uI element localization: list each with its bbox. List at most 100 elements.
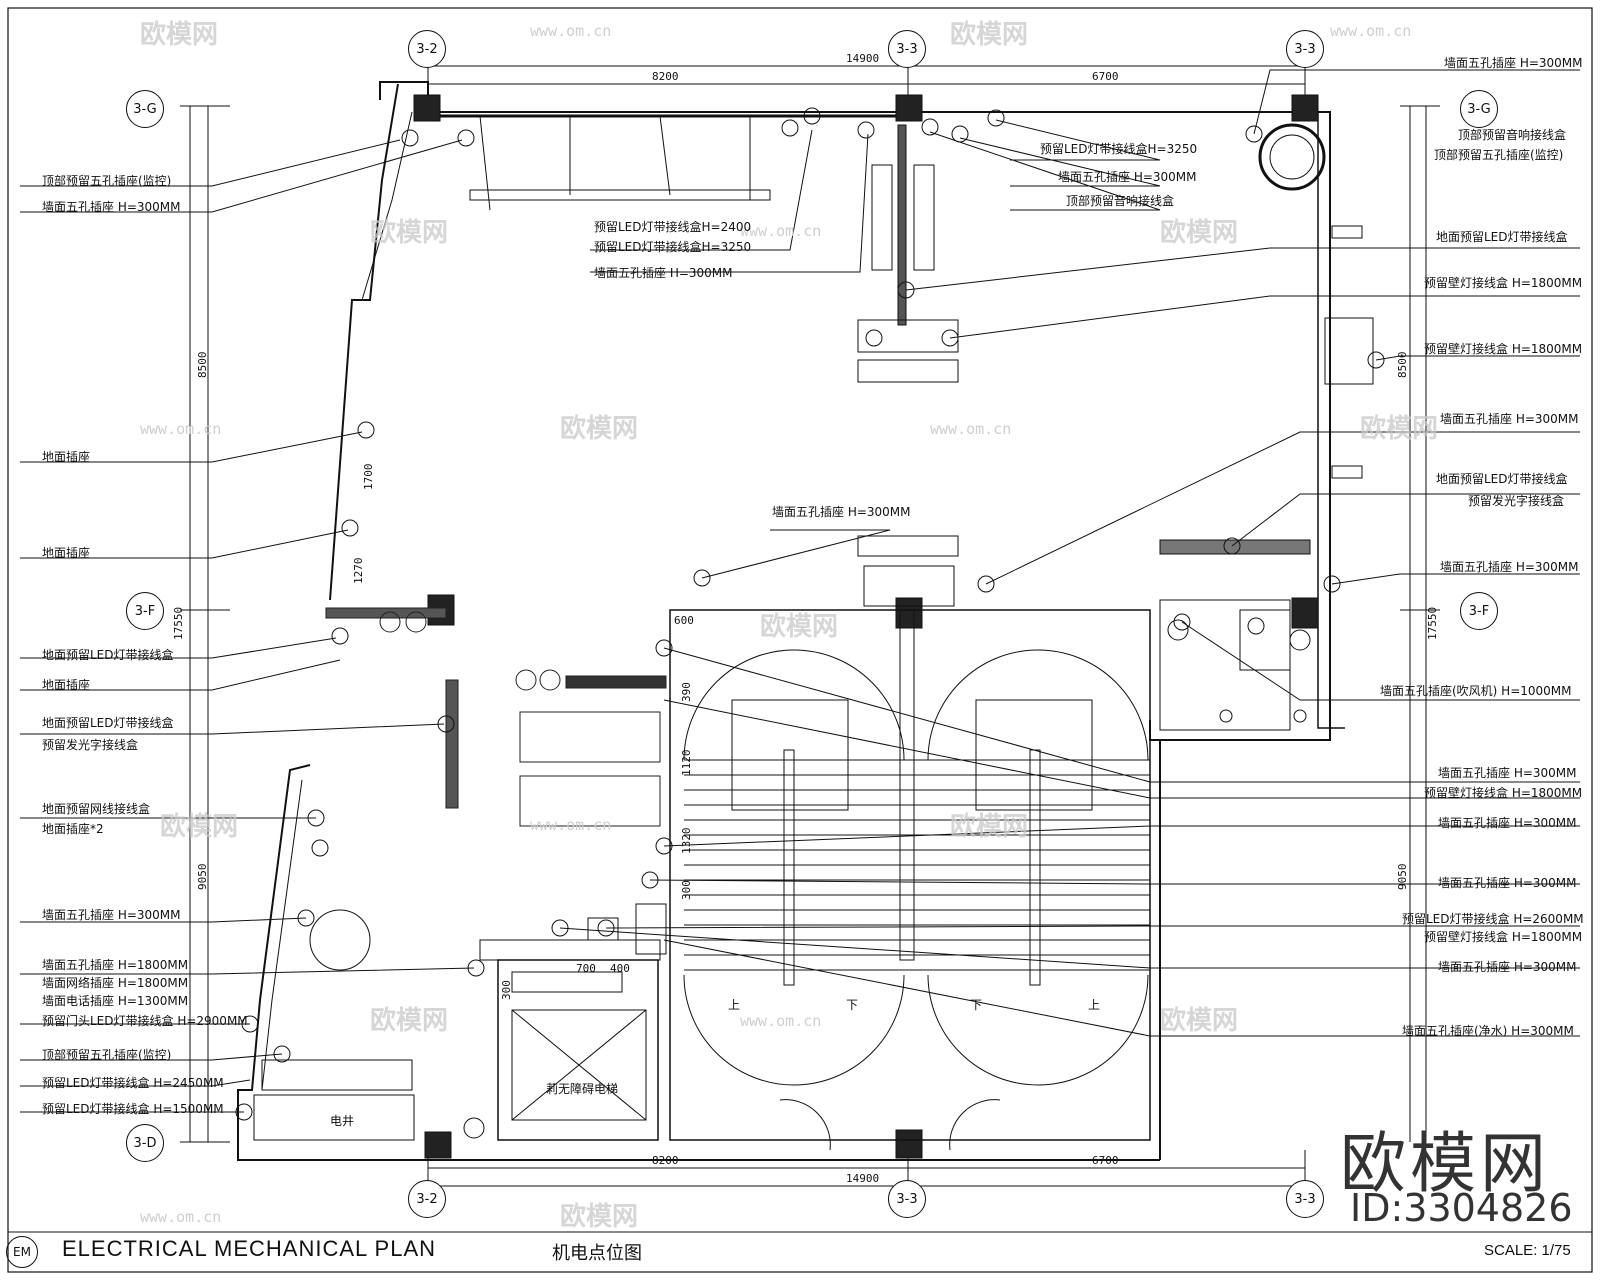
note-left: 预留LED灯带接线盒 H=2450MM: [42, 1076, 224, 1090]
dim-right-b: 9050: [1396, 863, 1409, 891]
dim-inner: 390: [680, 682, 693, 702]
note-center: 墙面五孔插座 H=300MM: [594, 266, 733, 280]
column: [424, 1131, 452, 1159]
grid-marker-top-1: 3-2: [408, 30, 446, 68]
watermark: 欧模网: [370, 1006, 449, 1036]
column: [895, 1129, 923, 1159]
drawing-frame: [7, 7, 1593, 1273]
stair-down-left: 下: [846, 998, 859, 1012]
watermark-url: www.om.cn: [740, 1012, 822, 1030]
reception-bar: [469, 189, 771, 201]
note-right: 墙面五孔插座(吹风机) H=1000MM: [1380, 684, 1572, 698]
note-left: 预留门头LED灯带接线盒 H=2900MM: [42, 1014, 248, 1028]
watermark-url: www.om.cn: [530, 816, 612, 834]
note-center: 墙面五孔插座 H=300MM: [1058, 170, 1197, 184]
room-elevator: 莉无障碍电梯: [546, 1082, 619, 1096]
dim-bottom-total: 14900: [846, 1172, 880, 1185]
dim-inner: 600: [674, 614, 694, 627]
column: [895, 94, 923, 122]
note-right: 地面预留LED灯带接线盒: [1436, 472, 1568, 486]
note-left: 地面预留LED灯带接线盒: [42, 716, 174, 730]
watermark: 欧模网: [140, 20, 219, 50]
dim-left-b: 9050: [196, 863, 209, 891]
note-left: 地面预留LED灯带接线盒: [42, 648, 174, 662]
dim-left-total: 17550: [172, 606, 185, 640]
note-right: 墙面五孔插座 H=300MM: [1438, 766, 1577, 780]
dim-bottom-b: 6700: [1092, 1154, 1119, 1167]
note-right: 预留发光字接线盒: [1468, 494, 1565, 508]
note-right: 地面预留LED灯带接线盒: [1436, 230, 1568, 244]
dim-inner: 400: [610, 962, 630, 975]
note-left: 墙面电话插座 H=1300MM: [42, 994, 189, 1008]
watermark: 欧模网: [560, 1202, 639, 1232]
stair-down-right: 下: [970, 998, 983, 1012]
note-left: 墙面网络插座 H=1800MM: [42, 976, 189, 990]
watermark: 欧模网: [560, 414, 639, 444]
note-right: 预留LED灯带接线盒 H=2600MM: [1402, 912, 1584, 926]
note-right: 墙面五孔插座 H=300MM: [1440, 560, 1579, 574]
note-left: 地面插座: [42, 678, 91, 692]
dim-bottom-a: 8200: [652, 1154, 679, 1167]
note-center: 预留LED灯带接线盒H=3250: [1040, 142, 1198, 156]
note-right: 墙面五孔插座 H=300MM: [1438, 960, 1577, 974]
note-right: 墙面五孔插座 H=300MM: [1438, 816, 1577, 830]
column: [1291, 597, 1319, 629]
note-left: 顶部预留五孔插座(监控): [42, 174, 172, 188]
note-center: 顶部预留音响接线盒: [1066, 194, 1175, 208]
note-right: 预留壁灯接线盒 H=1800MM: [1424, 786, 1583, 800]
watermark-url: www.om.cn: [930, 420, 1012, 438]
watermark-url: www.om.cn: [1330, 22, 1412, 40]
watermark-url: www.om.cn: [740, 222, 822, 240]
note-left: 墙面五孔插座 H=1800MM: [42, 958, 189, 972]
electrical-shaft: [253, 1094, 415, 1141]
dim-inner: 700: [576, 962, 596, 975]
wall-left-lower: [237, 764, 428, 1161]
note-center: 预留LED灯带接线盒H=3250: [594, 240, 752, 254]
watermark-url: www.om.cn: [530, 22, 612, 40]
dim-top-a: 8200: [652, 70, 679, 83]
watermark: 欧模网: [1360, 414, 1439, 444]
wall-right-inner: [1317, 112, 1345, 729]
note-left: 地面插座: [42, 546, 91, 560]
plan-subtitle: 机电点位图: [552, 1243, 642, 1264]
note-left: 墙面五孔插座 H=300MM: [42, 908, 181, 922]
note-left: 地面预留网线接线盒: [42, 802, 151, 816]
watermark-url: www.om.cn: [140, 420, 222, 438]
dim-left-c: 1700: [362, 463, 375, 491]
furniture-lower-left: [261, 903, 667, 1139]
watermark: 欧模网: [760, 612, 839, 642]
watermark: 欧模网: [1160, 1006, 1239, 1036]
grid-marker-right-1: 3-G: [1460, 90, 1498, 128]
stair-landing-arc: [683, 649, 905, 761]
note-left: 地面插座: [42, 450, 91, 464]
stair-treads: [684, 759, 1150, 971]
wall-left-upper-inner: [361, 111, 413, 301]
note-center: 预留LED灯带接线盒H=2400: [594, 220, 752, 234]
note-left: 预留LED灯带接线盒 H=1500MM: [42, 1102, 224, 1116]
note-right: 墙面五孔插座 H=300MM: [1444, 56, 1583, 70]
note-right: 预留壁灯接线盒 H=1800MM: [1424, 276, 1583, 290]
note-right: 墙面五孔插座(净水) H=300MM: [1402, 1024, 1574, 1038]
stair-up-left: 上: [728, 998, 741, 1012]
dim-right-a: 8500: [1396, 351, 1409, 379]
grid-marker-left-3: 3-D: [126, 1124, 164, 1162]
watermark-url: www.om.cn: [140, 1208, 222, 1226]
plan-title: ELECTRICAL MECHANICAL PLAN: [62, 1236, 437, 1261]
grid-marker-top-2: 3-3: [888, 30, 926, 68]
wall-left-upper: [329, 83, 399, 601]
note-right: 顶部预留五孔插座(监控): [1434, 148, 1564, 162]
grid-marker-bottom-3: 3-3: [1286, 1180, 1324, 1218]
em-badge: EM: [6, 1236, 38, 1268]
scale-label: SCALE: 1/75: [1484, 1242, 1571, 1259]
grid-marker-bottom-1: 3-2: [408, 1180, 446, 1218]
note-center: 墙面五孔插座 H=300MM: [772, 505, 911, 519]
grid-marker-right-2: 3-F: [1460, 592, 1498, 630]
watermark: 欧模网: [160, 812, 239, 842]
watermark: 欧模网: [950, 812, 1029, 842]
leader-lines-center: [590, 119, 1161, 579]
grid-marker-bottom-2: 3-3: [888, 1180, 926, 1218]
wall-top: [379, 81, 1331, 741]
watermark: 欧模网: [370, 218, 449, 248]
dim-top-total: 14900: [846, 52, 880, 65]
